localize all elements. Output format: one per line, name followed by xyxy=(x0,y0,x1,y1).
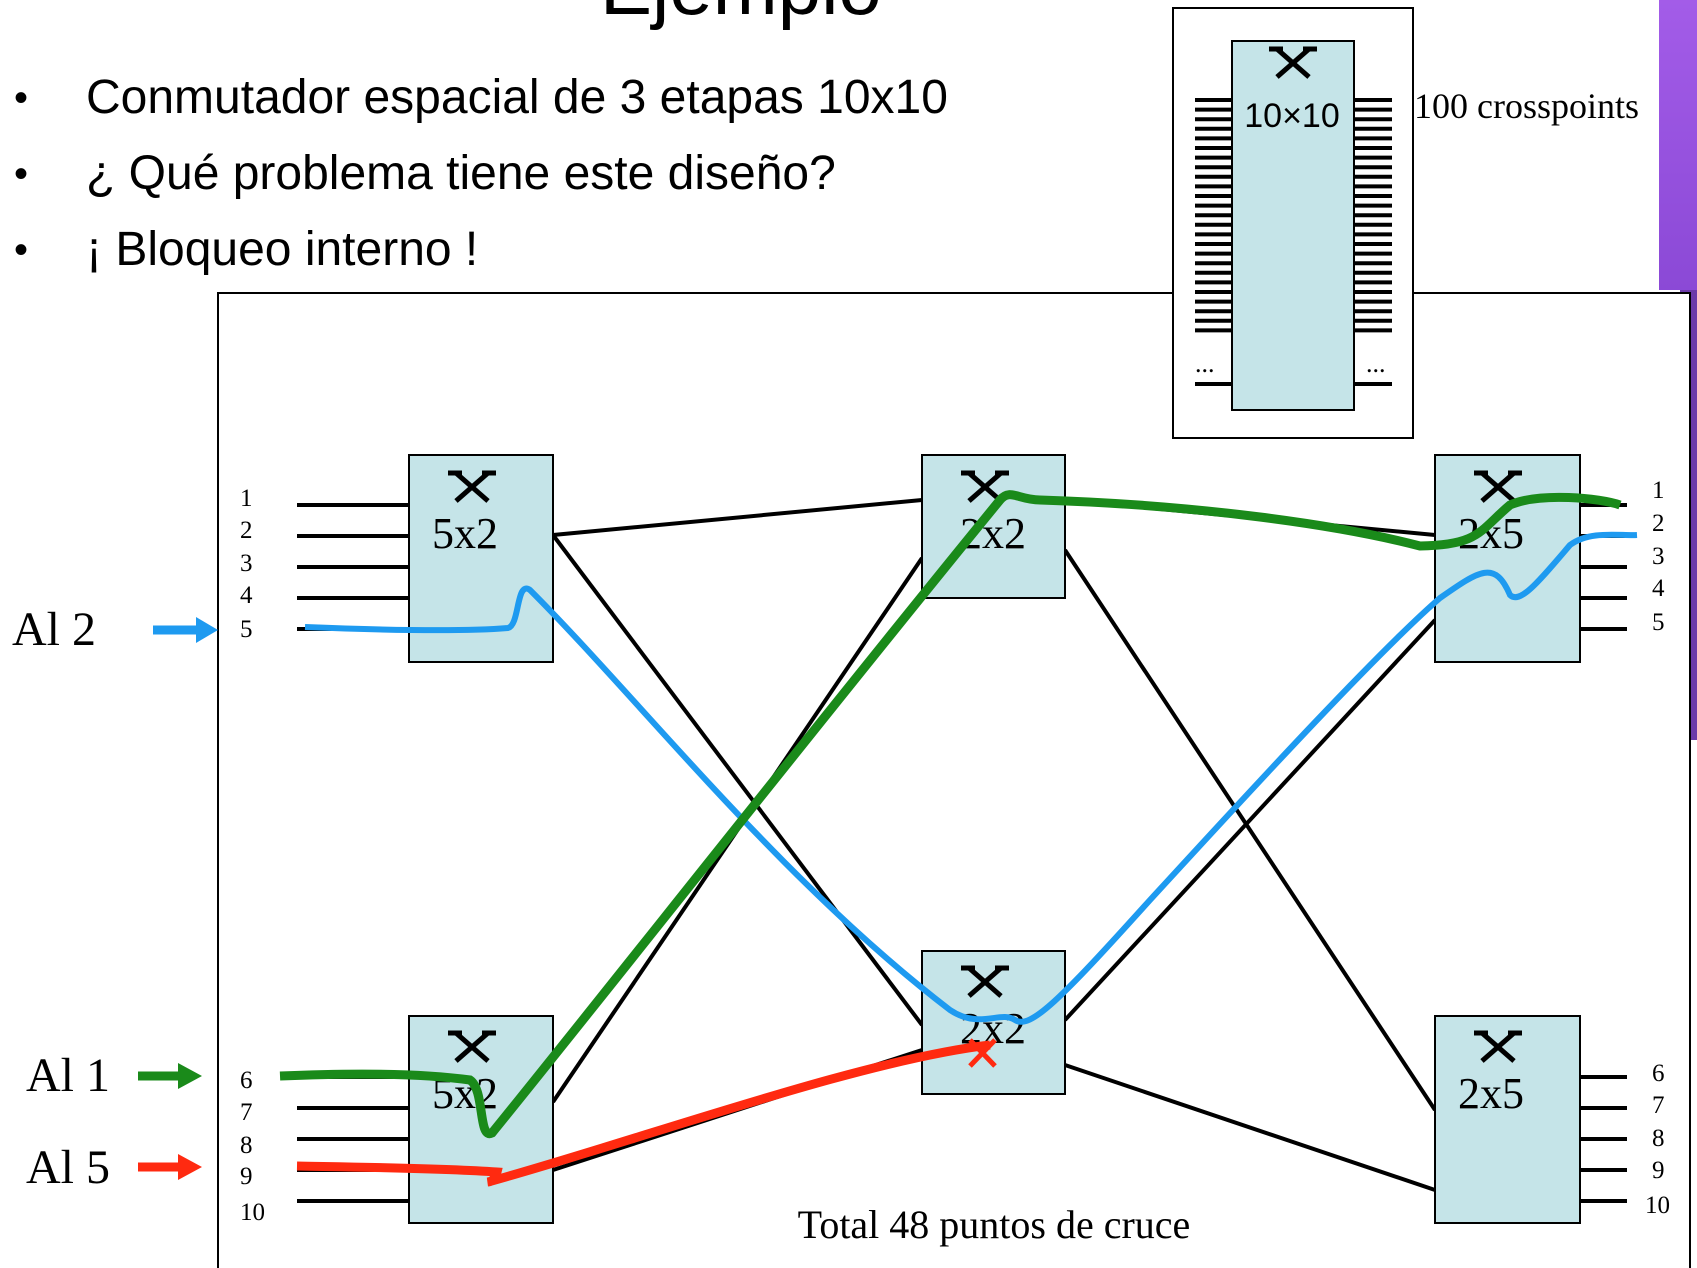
output-number: 7 xyxy=(1652,1092,1665,1119)
output-number: 5 xyxy=(1652,609,1665,636)
input-numbers: 1 2 3 4 5 6 7 8 9 10 xyxy=(240,485,265,1226)
bullet-text: ¿ Qué problema tiene este diseño? xyxy=(86,147,836,200)
arrow-al5: Al 5 xyxy=(26,1141,202,1194)
inset-switch-label: 10×10 xyxy=(1244,97,1340,135)
input-number: 8 xyxy=(240,1132,253,1159)
output-number: 6 xyxy=(1652,1060,1665,1087)
blocked-x-icon xyxy=(968,1038,997,1068)
output-number: 2 xyxy=(1652,510,1665,537)
stage1-top-label: 5x2 xyxy=(432,509,498,558)
inset-10x10-switch: 10×10 ... ... xyxy=(1172,7,1414,439)
green-path xyxy=(279,490,1622,1138)
output-number: 3 xyxy=(1652,543,1665,570)
stage2-switch-top: 2x2 xyxy=(921,454,1066,599)
input-number: 4 xyxy=(240,582,253,609)
arrow-al1: Al 1 xyxy=(26,1049,202,1102)
output-number: 4 xyxy=(1652,575,1665,602)
stage3-switch-top: 2x5 xyxy=(1434,454,1581,663)
input-number: 3 xyxy=(240,550,253,577)
output-number: 10 xyxy=(1645,1192,1670,1219)
input-number: 1 xyxy=(240,485,253,512)
bullet-dot: • xyxy=(14,228,29,272)
input-number: 6 xyxy=(240,1067,253,1094)
input-number: 5 xyxy=(240,616,253,643)
stage3-bottom-label: 2x5 xyxy=(1458,1069,1524,1118)
stage2-switch-bottom: 2x2 xyxy=(921,950,1066,1095)
total-crosspoints-label: Total 48 puntos de cruce xyxy=(798,1202,1191,1247)
arrow-al2: Al 2 xyxy=(12,603,218,656)
red-path xyxy=(296,1040,991,1187)
blue-path xyxy=(304,531,1638,1025)
accent-bar xyxy=(1659,0,1697,290)
bullet-text: ¡ Bloqueo interno ! xyxy=(86,223,479,276)
arrow-al2-label: Al 2 xyxy=(12,603,96,656)
output-number: 8 xyxy=(1652,1125,1665,1152)
arrow-al1-label: Al 1 xyxy=(26,1049,110,1102)
output-numbers: 1 2 3 4 5 6 7 8 9 10 xyxy=(1645,477,1670,1219)
bullet-text: Conmutador espacial de 3 etapas 10x10 xyxy=(86,71,948,124)
input-number: 10 xyxy=(240,1199,265,1226)
bullet-dot: • xyxy=(14,76,29,120)
crosspoints-label: 100 crosspoints xyxy=(1414,86,1639,126)
output-number: 1 xyxy=(1652,477,1665,504)
input-number: 2 xyxy=(240,517,253,544)
bullet-dot: • xyxy=(14,152,29,196)
inset-left-ellipsis: ... xyxy=(1195,349,1215,378)
slide-title: Ejemplo xyxy=(600,0,882,26)
input-number: 7 xyxy=(240,1099,253,1126)
arrow-al5-label: Al 5 xyxy=(26,1141,110,1194)
input-number: 9 xyxy=(240,1163,253,1190)
stage3-switch-bottom: 2x5 xyxy=(1434,1015,1581,1224)
inset-right-ellipsis: ... xyxy=(1366,349,1386,378)
output-number: 9 xyxy=(1652,1157,1665,1184)
